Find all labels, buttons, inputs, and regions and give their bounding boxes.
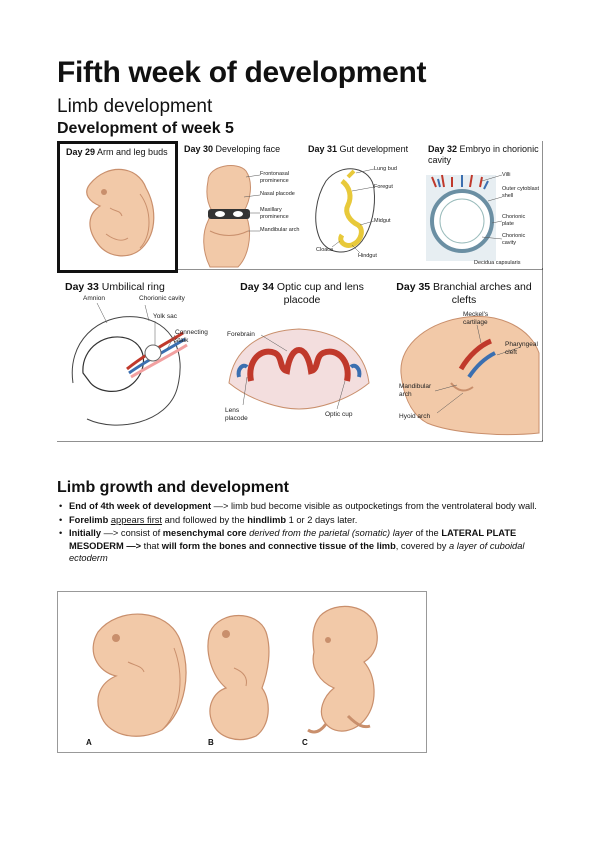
umbilical-day33-illustration (71, 302, 188, 426)
branchial-day35-illustration (400, 315, 540, 436)
panel-day33-text: Umbilical ring (98, 281, 165, 293)
bullet-item-1: End of 4th week of development —> limb b… (57, 500, 547, 513)
page-title: Fifth week of development (57, 56, 427, 89)
label-meckels: Meckel's cartilage (463, 311, 489, 326)
panel-day32: Day 32 Embryo in chorionic cavity Villi … (422, 141, 542, 269)
panel-day29-text: Arm and leg buds (95, 147, 168, 157)
panel-day33: Day 33 Umbilical ring Amnion Chorionic c… (57, 273, 218, 441)
panel-day35-day: Day 35 (396, 281, 431, 293)
label-optic-cup: Optic cup (325, 411, 353, 418)
embryo-day29-illustration (86, 168, 155, 257)
label-mandibular-arch: Mandibular arch (399, 383, 432, 398)
label-cytoblast: Outer cytoblast shell (502, 186, 539, 199)
label-villi: Villi (502, 172, 511, 178)
limb-embryos-illustration (92, 605, 378, 741)
week5-figure-grid: Day 29 Arm and leg buds Day 30 Developin… (57, 141, 543, 443)
optic-cup-day34-illustration (228, 328, 370, 410)
bullet-item-3: Initially —> consist of mesenchymal core… (57, 527, 547, 565)
subtitle: Limb development (57, 96, 213, 117)
panel-day31-text: Gut development (337, 144, 409, 154)
label-decidua: Decidua capsularis (474, 260, 521, 266)
panel-day30-day: Day 30 (184, 144, 214, 154)
panel-day29-day: Day 29 (66, 147, 96, 157)
panel-day31-day: Day 31 (308, 144, 338, 154)
panel-day32-text: Embryo in chorionic cavity (428, 144, 539, 165)
label-foregut: Foregut (374, 184, 393, 190)
section-heading-week5: Development of week 5 (57, 120, 234, 137)
label-frontonasal: Frontonasal prominence (260, 171, 290, 184)
limb-embryo-figure: A B C (57, 591, 427, 753)
chorionic-day32-illustration (426, 174, 503, 261)
section-heading-limb-growth: Limb growth and development (57, 479, 290, 496)
panel-day35: Day 35 Branchial arches and clefts Mecke… (381, 273, 542, 441)
label-midgut: Midgut (374, 218, 391, 224)
panel-day35-text: Branchial arches and clefts (430, 281, 532, 306)
panel-day34-text: Optic cup and lens placode (273, 281, 364, 306)
panel-day34: Day 34 Optic cup and lens placode Forebr… (217, 273, 382, 441)
panel-day34-day: Day 34 (240, 281, 274, 293)
label-mandibular: Mandibular arch (260, 227, 300, 233)
label-chorionic-cavity-33: Chorionic cavity (139, 295, 185, 302)
label-hyoid-arch: Hyoid arch (399, 413, 431, 420)
label-forebrain: Forebrain (227, 331, 255, 338)
label-chorionic-cavity: Chorionic cavity (502, 233, 526, 246)
label-chorionic-plate: Chorionic plate (502, 214, 526, 227)
figure-label-b: B (208, 738, 214, 747)
figure-label-c: C (302, 738, 308, 747)
label-pharyngeal-cleft: Pharyngeal cleft (505, 341, 538, 356)
face-day30-illustration (203, 165, 261, 268)
panel-day30: Day 30 Developing face Frontonasal promi… (178, 141, 303, 269)
label-connecting-stalk: Connecting stalk (175, 329, 208, 344)
bullet-list: End of 4th week of development —> limb b… (57, 500, 547, 566)
figure-label-a: A (86, 738, 92, 747)
label-amnion: Amnion (83, 295, 106, 302)
panel-day32-day: Day 32 (428, 144, 458, 154)
label-lung-bud: Lung bud (374, 166, 397, 172)
panel-day30-text: Developing face (213, 144, 281, 154)
label-maxillary: Maxillary prominence (260, 207, 289, 220)
label-hindgut: Hindgut (358, 253, 377, 259)
bullet-item-2: Forelimb appears first and followed by t… (57, 514, 547, 527)
panel-day31: Day 31 Gut development Lung bud Foregut … (302, 141, 423, 269)
label-yolk-sac: Yolk sac (153, 313, 177, 320)
label-nasal-placode: Nasal placode (260, 191, 295, 197)
label-cloaca: Cloaca (316, 247, 334, 253)
panel-day33-day: Day 33 (65, 281, 99, 293)
label-lens-placode: Lens placode (225, 407, 248, 422)
panel-day29: Day 29 Arm and leg buds (57, 141, 178, 273)
gut-day31-illustration (315, 168, 375, 254)
